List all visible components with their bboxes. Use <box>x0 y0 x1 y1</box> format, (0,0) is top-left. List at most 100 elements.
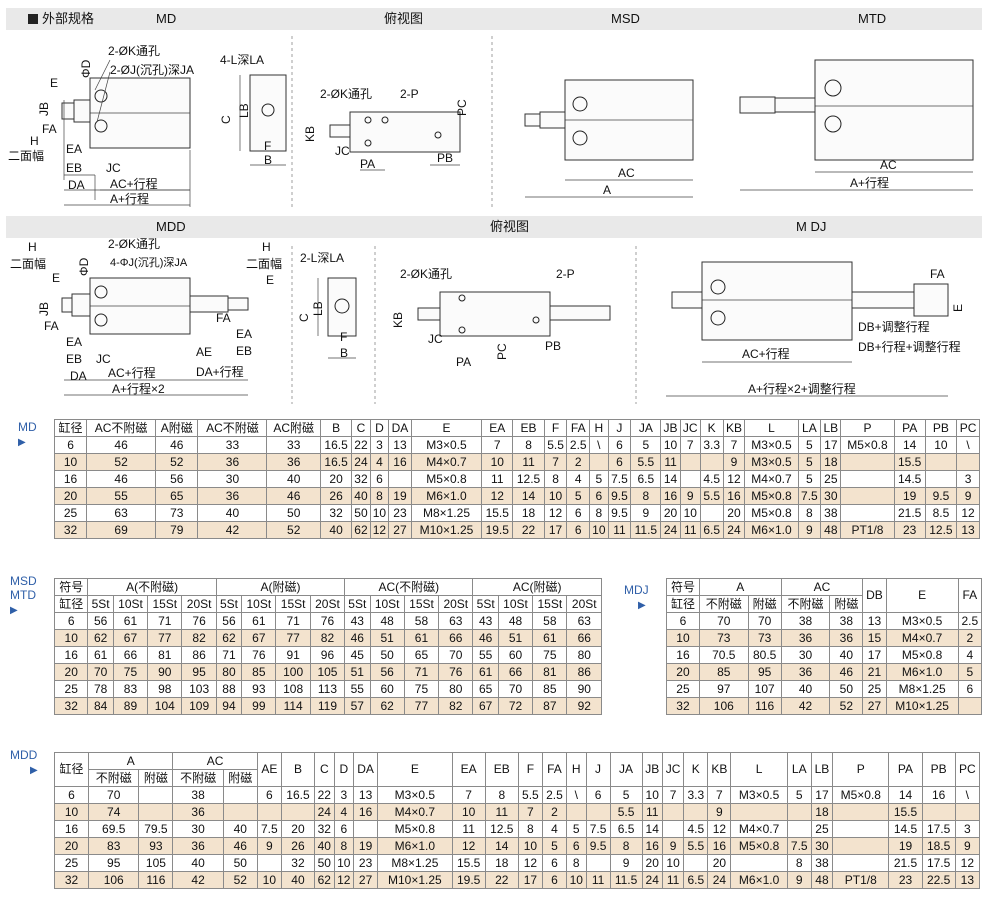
table-cell <box>954 803 981 821</box>
column-header: A附磁 <box>155 419 199 437</box>
table-cell: 9 <box>630 504 662 522</box>
table-cell: M6×1.0 <box>730 871 788 889</box>
table-cell: \ <box>589 436 609 454</box>
column-group-header: A <box>88 752 174 770</box>
table-cell <box>683 854 709 872</box>
table-cell: 25 <box>666 680 700 698</box>
table-cell: 16 <box>53 646 89 664</box>
table-cell: 40 <box>222 820 258 838</box>
column-header: LB <box>820 419 842 437</box>
table-cell: 38 <box>829 612 864 630</box>
table-cell: \ <box>956 436 980 454</box>
mdd-da-stroke-label: DA+行程 <box>196 364 244 379</box>
table-cell: 40 <box>172 854 224 872</box>
table-cell: 11 <box>585 871 611 889</box>
column-header: KB <box>722 419 746 437</box>
table-cell: 30 <box>780 646 831 664</box>
table-cell: 11.5 <box>609 871 643 889</box>
table-cell <box>956 453 980 471</box>
column-header: P <box>832 752 890 787</box>
table-cell: 46 <box>344 629 371 647</box>
table-cell: 12 <box>543 504 568 522</box>
table-cell: 8 <box>333 837 355 855</box>
column-group-header: A(附磁) <box>215 578 346 596</box>
table-cell: 4 <box>333 803 355 821</box>
table-cell: 40 <box>314 837 335 855</box>
mdj-fa-label: FA <box>930 267 945 281</box>
column-header: PC <box>956 419 980 437</box>
column-header: J <box>585 752 611 787</box>
mid-kb-label: KB <box>391 312 405 328</box>
md-ea-label: EA <box>66 142 82 156</box>
table-cell: 77 <box>147 629 183 647</box>
table-cell: 107 <box>747 680 782 698</box>
table-cell: 36 <box>829 629 864 647</box>
table-cell: 6 <box>957 680 983 698</box>
table-cell: 62 <box>351 521 371 539</box>
table-cell: M5×0.8 <box>744 504 799 522</box>
table-cell: 69 <box>86 521 157 539</box>
column-header: K <box>699 419 724 437</box>
table-cell: 25 <box>810 820 834 838</box>
table-cell: 6 <box>53 786 90 804</box>
mdd-e-label-right: E <box>266 273 274 287</box>
table-cell: 3 <box>956 470 980 488</box>
table-cell: 18 <box>820 453 842 471</box>
table-cell: 73 <box>747 629 782 647</box>
table-cell: 25 <box>53 504 88 522</box>
md-end-view: 4-L深LA C LB F B <box>219 53 287 167</box>
table-cell <box>924 470 958 488</box>
table-cell: 76 <box>438 663 474 681</box>
mdd-a-stroke2-label: A+行程×2 <box>112 381 165 396</box>
label-msd: MSD <box>611 11 640 26</box>
table-cell: 11 <box>661 871 685 889</box>
table-cell: 7.5 <box>585 820 611 838</box>
table-cell: 6 <box>53 612 89 630</box>
table-cell: 42 <box>780 697 831 715</box>
column-header: JA <box>630 419 662 437</box>
mdd-ea-label: EA <box>66 335 82 349</box>
column-subheader: 不附磁 <box>88 769 140 787</box>
triangle-icon: ▶ <box>10 605 18 616</box>
table-cell: 9 <box>722 453 746 471</box>
column-group-header: A <box>698 578 782 596</box>
table-cell: 17.5 <box>921 854 956 872</box>
table-cell: 11 <box>484 803 519 821</box>
table-cell: 46 <box>472 629 499 647</box>
table-cell: M6×1.0 <box>377 837 453 855</box>
table-cell: 33 <box>197 436 268 454</box>
table-cell: 46 <box>86 470 157 488</box>
table-cell: 5 <box>957 663 983 681</box>
mdd-b-label: B <box>340 346 348 360</box>
column-header: 缸径 <box>666 595 700 613</box>
column-group-header: AC(附磁) <box>472 578 602 596</box>
table-cell: 8 <box>797 504 822 522</box>
column-header: 符号 <box>666 578 700 596</box>
table-cell: 7 <box>517 803 543 821</box>
table-cell: 42 <box>172 871 224 889</box>
column-subheader: 10St <box>241 595 277 613</box>
mtd-a-stroke-label: A+行程 <box>850 175 889 190</box>
table-cell: 8 <box>630 487 662 505</box>
mdd-lb-label: LB <box>311 301 325 316</box>
table-cell: \ <box>565 786 587 804</box>
table-cell: 10 <box>660 436 681 454</box>
table-cell: 95 <box>181 663 217 681</box>
table-cell: 10 <box>451 803 486 821</box>
table-cell: 52 <box>155 453 199 471</box>
mdd-jc-label: JC <box>96 352 111 366</box>
table-cell: 8 <box>517 820 543 838</box>
table-cell: 70 <box>438 646 474 664</box>
